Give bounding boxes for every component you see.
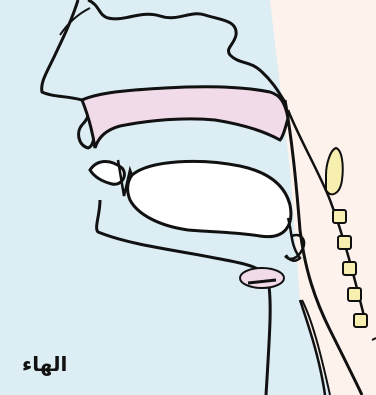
vertebra-2: [333, 210, 346, 223]
vertebra-5: [348, 288, 361, 301]
vertebra-6: [354, 314, 367, 327]
vertebra-4: [343, 262, 356, 275]
glottis: [240, 268, 284, 288]
letter-caption: الهاء: [22, 352, 67, 376]
vertebra-3: [338, 236, 351, 249]
